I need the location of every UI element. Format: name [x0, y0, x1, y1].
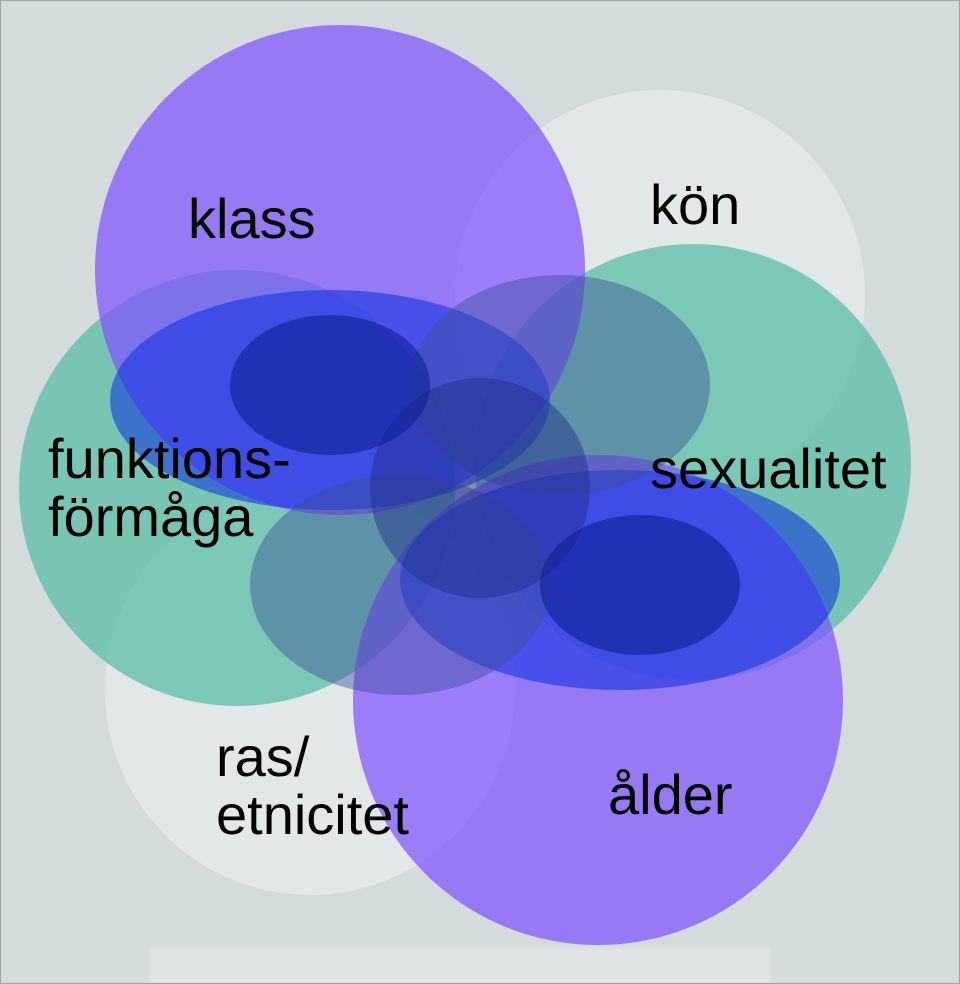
- label-alder: ålder: [608, 766, 733, 824]
- label-klass: klass: [188, 190, 316, 248]
- label-funktion-line2: förmåga: [48, 485, 254, 548]
- label-kon-text: kön: [650, 173, 741, 236]
- overlap-dark-right: [540, 515, 740, 655]
- faint-bottom-text: [150, 948, 770, 984]
- label-funktion-line1: funktions-: [48, 427, 291, 490]
- circles-layer: [19, 25, 911, 945]
- overlap-lower-left: [250, 475, 550, 695]
- overlap-dark-left: [230, 315, 430, 455]
- label-sexualitet: sexualitet: [650, 440, 887, 498]
- label-ras-etnicitet: ras/ etnicitet: [216, 728, 409, 844]
- label-alder-text: ålder: [608, 763, 733, 826]
- label-ras-line2: etnicitet: [216, 783, 409, 846]
- overlap-upper-right: [410, 275, 710, 495]
- label-funktionsformaga: funktions- förmåga: [48, 430, 291, 546]
- label-sexualitet-text: sexualitet: [650, 437, 887, 500]
- label-klass-text: klass: [188, 187, 316, 250]
- label-kon: kön: [650, 176, 740, 234]
- label-ras-line1: ras/: [216, 725, 310, 788]
- overlap-center: [370, 378, 590, 598]
